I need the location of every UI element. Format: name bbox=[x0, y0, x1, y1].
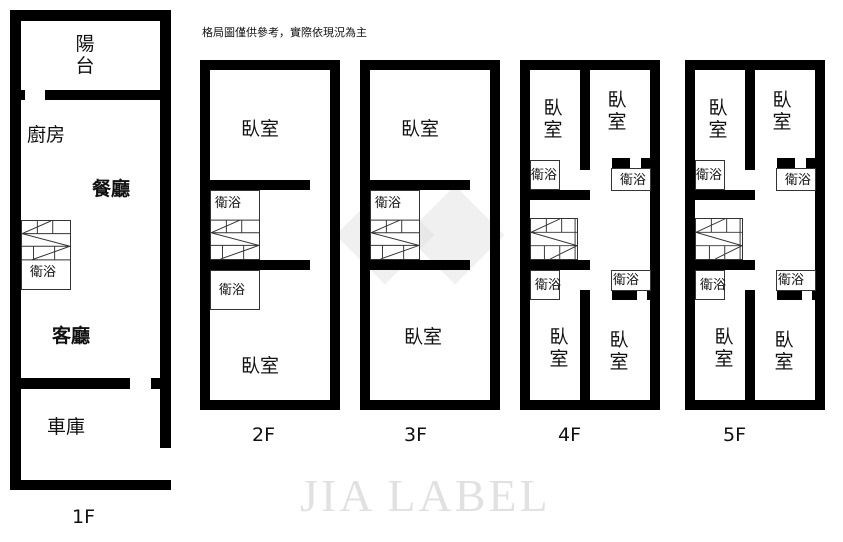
f5-wall bbox=[812, 290, 815, 300]
f4-wall bbox=[520, 60, 660, 70]
f2-bath-stairs: 衛浴 bbox=[210, 190, 260, 260]
f4-wall bbox=[530, 190, 590, 200]
f2-bedroom2-label: 臥室 bbox=[241, 355, 280, 377]
f4-bath4: 衛浴 bbox=[611, 270, 651, 291]
f4-bath1-label: 衛浴 bbox=[531, 168, 558, 183]
f4-wall bbox=[612, 158, 630, 168]
disclaimer-note: 格局圖僅供參考，實際依現況為主 bbox=[202, 26, 367, 39]
f4-wall bbox=[580, 290, 590, 400]
f5-bedroom1-label: 臥室 bbox=[708, 97, 728, 141]
f5-bath3: 衛浴 bbox=[695, 270, 727, 300]
f1-wall bbox=[10, 10, 171, 21]
f1-balcony-label: 陽台 bbox=[75, 33, 95, 77]
watermark-text: JIA LABEL bbox=[300, 470, 551, 521]
f3-wall bbox=[370, 260, 470, 270]
f5-wall bbox=[777, 158, 795, 168]
f1-bath-stairs: 衛浴 bbox=[21, 220, 71, 290]
f5-wall bbox=[777, 290, 802, 300]
f3-wall bbox=[360, 60, 500, 70]
f4-bath2-label: 衛浴 bbox=[620, 173, 647, 188]
f4-wall bbox=[612, 290, 637, 300]
f1-kitchen-label: 廚房 bbox=[27, 124, 66, 146]
f4-bath3-label: 衛浴 bbox=[535, 278, 562, 293]
f5-bath1: 衛浴 bbox=[695, 160, 725, 190]
f1-wall bbox=[45, 90, 171, 100]
f5-wall bbox=[685, 60, 825, 70]
f1-wall bbox=[10, 10, 21, 490]
f5-wall bbox=[806, 158, 816, 168]
f4-wall bbox=[520, 400, 660, 410]
f2-wall bbox=[330, 60, 340, 410]
f5-wall bbox=[815, 60, 825, 410]
f4-bath4-label: 衛浴 bbox=[613, 273, 640, 288]
f1-garage-label: 車庫 bbox=[47, 416, 86, 438]
f2-wall bbox=[210, 180, 310, 190]
f5-wall bbox=[745, 290, 755, 400]
f1-wall bbox=[160, 10, 171, 448]
f5-wall bbox=[695, 190, 755, 200]
f3-wall bbox=[360, 400, 500, 410]
f4-bedroom2-label: 臥室 bbox=[607, 89, 627, 133]
f4-wall bbox=[641, 158, 651, 168]
f2-wall bbox=[200, 60, 340, 70]
floor-label-3f: 3F bbox=[404, 424, 428, 446]
floor-label-f4: 4F bbox=[558, 424, 582, 446]
f5-stairs bbox=[695, 218, 743, 260]
f5-bedroom4-label: 臥室 bbox=[774, 329, 794, 373]
f5-bath4: 衛浴 bbox=[776, 270, 816, 291]
floor-label-f5: 5F bbox=[723, 424, 747, 446]
f5-bath2: 衛浴 bbox=[776, 168, 816, 191]
f1-bath-label: 衛浴 bbox=[30, 265, 57, 280]
f1-wall bbox=[151, 378, 171, 389]
f1-dining-label: 餐廳 bbox=[92, 178, 131, 200]
f4-stairs bbox=[530, 218, 578, 260]
f4-bath2: 衛浴 bbox=[611, 168, 651, 191]
f4-bedroom3-label: 臥室 bbox=[549, 326, 569, 370]
f5-wall bbox=[685, 400, 825, 410]
f4-bedroom4-label: 臥室 bbox=[609, 329, 629, 373]
f3-wall bbox=[370, 180, 470, 190]
f3-bedroom1-label: 臥室 bbox=[401, 118, 440, 140]
f5-wall bbox=[745, 70, 755, 170]
f4-wall bbox=[647, 290, 650, 300]
f2-wall bbox=[200, 60, 210, 410]
f5-wall bbox=[685, 60, 695, 410]
f4-bath1: 衛浴 bbox=[530, 160, 560, 190]
f5-wall bbox=[695, 260, 755, 270]
f4-wall bbox=[650, 60, 660, 410]
f2-wall bbox=[200, 400, 340, 410]
f4-bedroom1-label: 臥室 bbox=[543, 97, 563, 141]
f5-bath4-label: 衛浴 bbox=[778, 273, 805, 288]
f2-bath1-label: 衛浴 bbox=[215, 196, 242, 211]
f5-bedroom3-label: 臥室 bbox=[714, 326, 734, 370]
f1-wall bbox=[160, 480, 171, 490]
f5-bath1-label: 衛浴 bbox=[696, 168, 723, 183]
f3-wall bbox=[360, 60, 370, 410]
f2-bath2-label: 衛浴 bbox=[219, 283, 246, 298]
f3-bath-stairs: 衛浴 bbox=[370, 190, 420, 260]
f1-wall bbox=[10, 480, 171, 490]
f2-bath2: 衛浴 bbox=[210, 270, 260, 310]
f3-bedroom2-label: 臥室 bbox=[404, 326, 443, 348]
f5-bath2-label: 衛浴 bbox=[785, 173, 812, 188]
f4-wall bbox=[530, 260, 590, 270]
f4-wall bbox=[520, 60, 530, 410]
floor-label-2f: 2F bbox=[252, 424, 276, 446]
f1-living-label: 客廳 bbox=[52, 325, 91, 347]
f1-wall bbox=[10, 378, 130, 389]
f3-bath1-label: 衛浴 bbox=[375, 196, 402, 211]
f4-wall bbox=[580, 70, 590, 170]
f1-wall bbox=[10, 90, 25, 100]
f4-bath3: 衛浴 bbox=[530, 270, 562, 300]
f5-bath3-label: 衛浴 bbox=[700, 278, 727, 293]
floor-label-1f: 1F bbox=[72, 506, 96, 528]
f3-wall bbox=[490, 60, 500, 410]
f2-bedroom1-label: 臥室 bbox=[241, 118, 280, 140]
f2-wall bbox=[210, 260, 310, 270]
f5-bedroom2-label: 臥室 bbox=[772, 89, 792, 133]
